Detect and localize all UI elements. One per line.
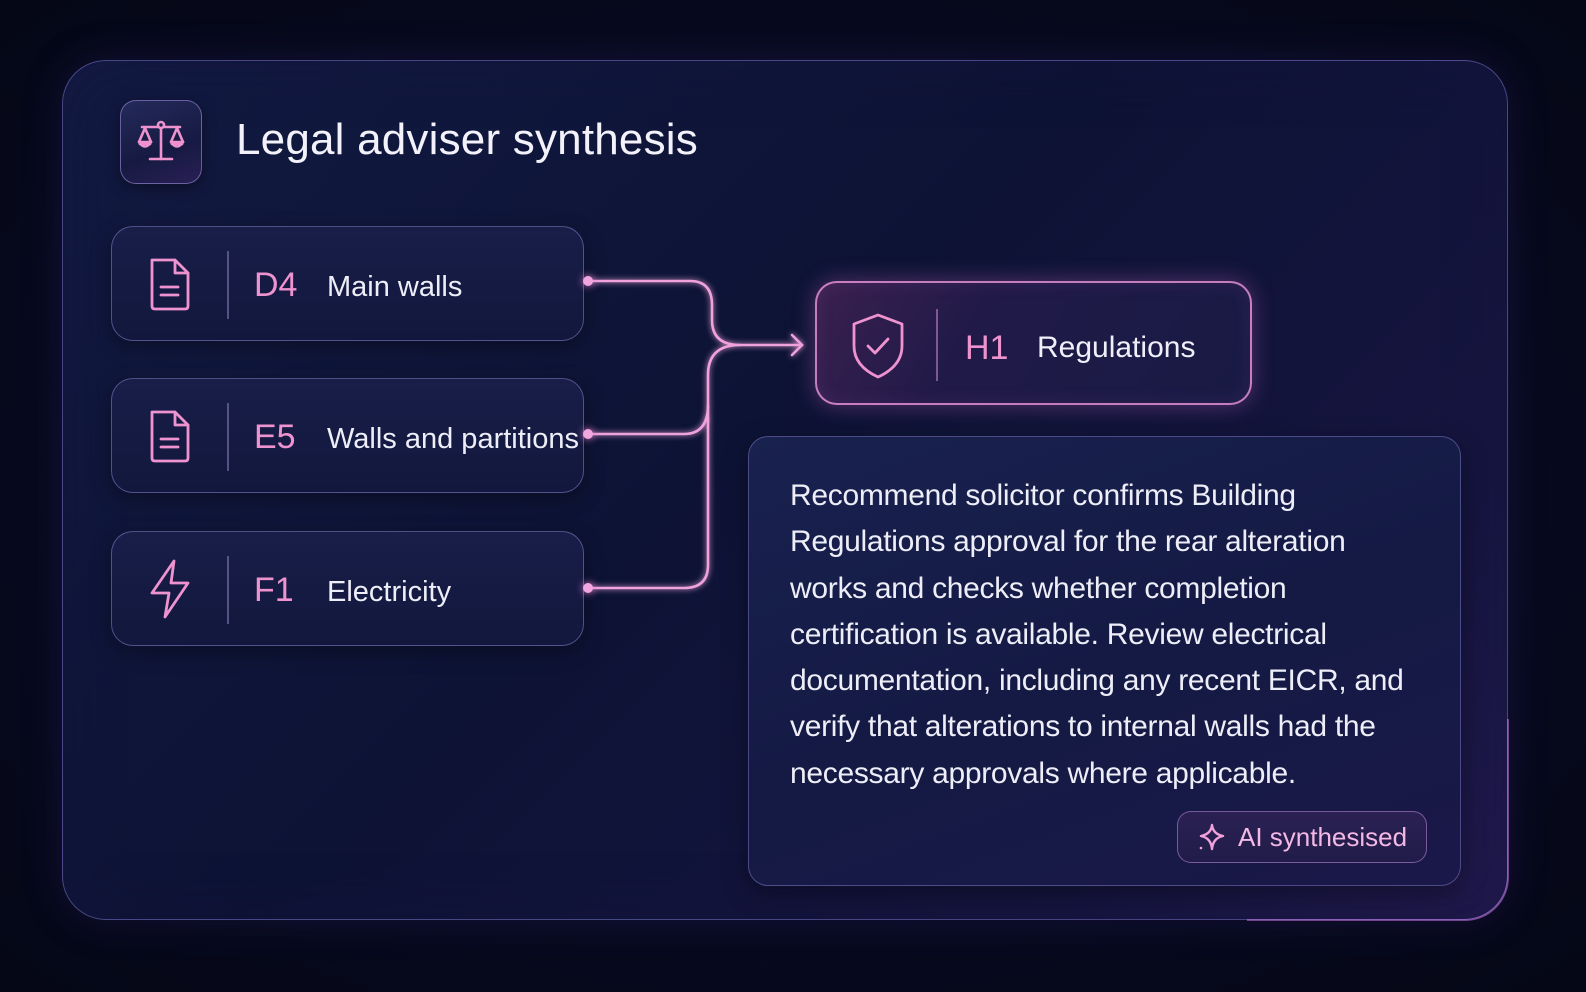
target-label: Regulations — [1037, 331, 1196, 364]
divider — [227, 403, 229, 471]
lightning-icon — [150, 559, 190, 619]
ai-synthesised-badge: AI synthesised — [1177, 811, 1427, 863]
logo-tile — [120, 100, 202, 184]
connector-dot — [583, 276, 593, 286]
divider — [227, 251, 229, 319]
shield-check-icon — [852, 313, 904, 379]
source-code: D4 — [254, 266, 298, 304]
source-code: F1 — [254, 571, 294, 609]
source-label: Main walls — [327, 271, 463, 303]
source-card-e5[interactable]: E5 Walls and partitions — [111, 378, 584, 493]
summary-text: Recommend solicitor confirms Building Re… — [790, 479, 1404, 790]
connector-dot — [583, 429, 593, 439]
divider — [227, 556, 229, 624]
source-card-f1[interactable]: F1 Electricity — [111, 531, 584, 646]
scales-icon — [137, 120, 185, 161]
divider — [936, 309, 938, 381]
ai-badge-label: AI synthesised — [1238, 822, 1408, 852]
source-label: Electricity — [327, 576, 452, 608]
source-code: E5 — [254, 418, 296, 456]
target-code: H1 — [965, 329, 1009, 367]
source-label: Walls and partitions — [327, 423, 579, 455]
sparkle-icon — [1199, 823, 1225, 851]
document-icon — [150, 410, 190, 463]
target-card-h1[interactable]: H1 Regulations — [815, 281, 1252, 405]
summary-card: Recommend solicitor confirms Building Re… — [748, 436, 1461, 886]
source-card-d4[interactable]: D4 Main walls — [111, 226, 584, 341]
document-icon — [150, 258, 190, 311]
page-title: Legal adviser synthesis — [236, 115, 698, 164]
connector-dot — [583, 583, 593, 593]
